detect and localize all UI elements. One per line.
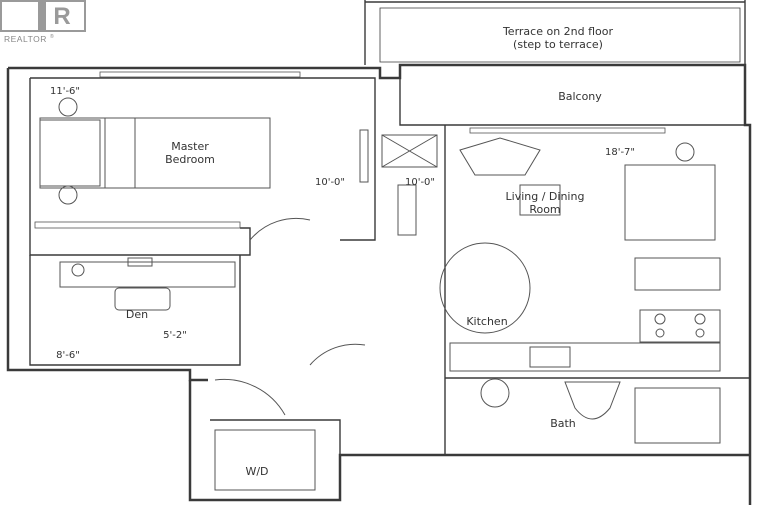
kitchen-furniture bbox=[439, 242, 721, 372]
den-furniture bbox=[59, 257, 236, 311]
wall-south bbox=[188, 380, 750, 502]
closet-master bbox=[34, 221, 241, 229]
terrace-inner bbox=[379, 7, 741, 63]
label-master-line1: Master bbox=[171, 140, 209, 153]
exterior-walls bbox=[6, 63, 752, 505]
dim-living-depth: 10'-0" bbox=[405, 177, 435, 188]
washer-dryer bbox=[214, 429, 316, 491]
realtor-logo: R REALTOR ® bbox=[0, 0, 86, 44]
laundry bbox=[214, 429, 316, 491]
dim-master-height: 10'-0" bbox=[315, 177, 345, 188]
desk bbox=[59, 261, 236, 288]
nightstand-top bbox=[58, 97, 78, 117]
label-terrace-line1: Terrace on 2nd floor bbox=[502, 25, 614, 38]
kitchen-counter bbox=[449, 342, 721, 372]
dining-table bbox=[439, 242, 531, 334]
dim-den-inner: 5'-2" bbox=[163, 330, 187, 341]
bed bbox=[39, 117, 271, 189]
kitchen-sink bbox=[529, 346, 571, 368]
side-table bbox=[675, 142, 695, 162]
burner-2 bbox=[694, 313, 706, 325]
wardrobe bbox=[359, 129, 369, 183]
closet-cross-2 bbox=[381, 134, 438, 168]
label-wd: W/D bbox=[245, 465, 268, 478]
sofa bbox=[624, 164, 716, 241]
dim-den-width: 8'-6" bbox=[56, 350, 80, 361]
door-master bbox=[249, 217, 311, 241]
label-bath: Bath bbox=[550, 417, 576, 430]
burner-3 bbox=[655, 328, 665, 338]
bed-pillows bbox=[39, 119, 101, 187]
realtor-logo-mark: ® bbox=[50, 33, 54, 40]
dim-master-width: 11'-6" bbox=[50, 86, 80, 97]
burner-1 bbox=[654, 313, 666, 325]
wall-balcony bbox=[399, 65, 745, 126]
interior-walls bbox=[29, 0, 750, 455]
label-den: Den bbox=[126, 308, 148, 321]
den-chair bbox=[114, 287, 171, 311]
armchair bbox=[459, 137, 541, 176]
burner-4 bbox=[695, 328, 705, 338]
bathtub bbox=[634, 387, 721, 444]
wall-west bbox=[6, 68, 208, 382]
door-entry bbox=[309, 343, 366, 366]
label-master-line2: Bedroom bbox=[165, 153, 215, 166]
living-furniture bbox=[381, 134, 716, 241]
wall-north bbox=[8, 63, 752, 505]
label-kitchen: Kitchen bbox=[466, 315, 507, 328]
realtor-logo-text: REALTOR bbox=[4, 34, 47, 44]
doors bbox=[214, 217, 366, 416]
window-living bbox=[469, 127, 666, 134]
wall-master-east bbox=[30, 77, 376, 241]
closet-entry bbox=[381, 134, 438, 168]
realtor-logo-right bbox=[46, 2, 84, 30]
realtor-logo-left bbox=[2, 2, 38, 30]
bed-blanket bbox=[104, 117, 136, 189]
den-lamp bbox=[71, 263, 85, 277]
bath-sink bbox=[480, 378, 510, 408]
master-furniture bbox=[39, 97, 369, 205]
coffee-table bbox=[519, 184, 561, 216]
wall-master-south bbox=[29, 78, 251, 256]
cooktop bbox=[639, 309, 721, 343]
bath-fixtures bbox=[480, 378, 721, 444]
windows bbox=[34, 71, 666, 229]
wall-laundry bbox=[210, 419, 341, 455]
label-living-line2: Room bbox=[529, 203, 560, 216]
fridge bbox=[634, 257, 721, 291]
label-living-line1: Living / Dining bbox=[506, 190, 585, 203]
dim-living-width: 18'-7" bbox=[605, 147, 635, 158]
realtor-logo-letter: R bbox=[53, 3, 70, 30]
wall-den bbox=[29, 255, 241, 366]
window-master bbox=[99, 71, 301, 78]
nightstand-bottom bbox=[58, 185, 78, 205]
toilet bbox=[564, 381, 621, 420]
label-terrace-line2: (step to terrace) bbox=[513, 38, 603, 51]
door-laundry bbox=[214, 378, 286, 416]
tv-unit bbox=[397, 184, 417, 236]
label-balcony: Balcony bbox=[558, 90, 602, 103]
den-monitor bbox=[127, 257, 153, 267]
